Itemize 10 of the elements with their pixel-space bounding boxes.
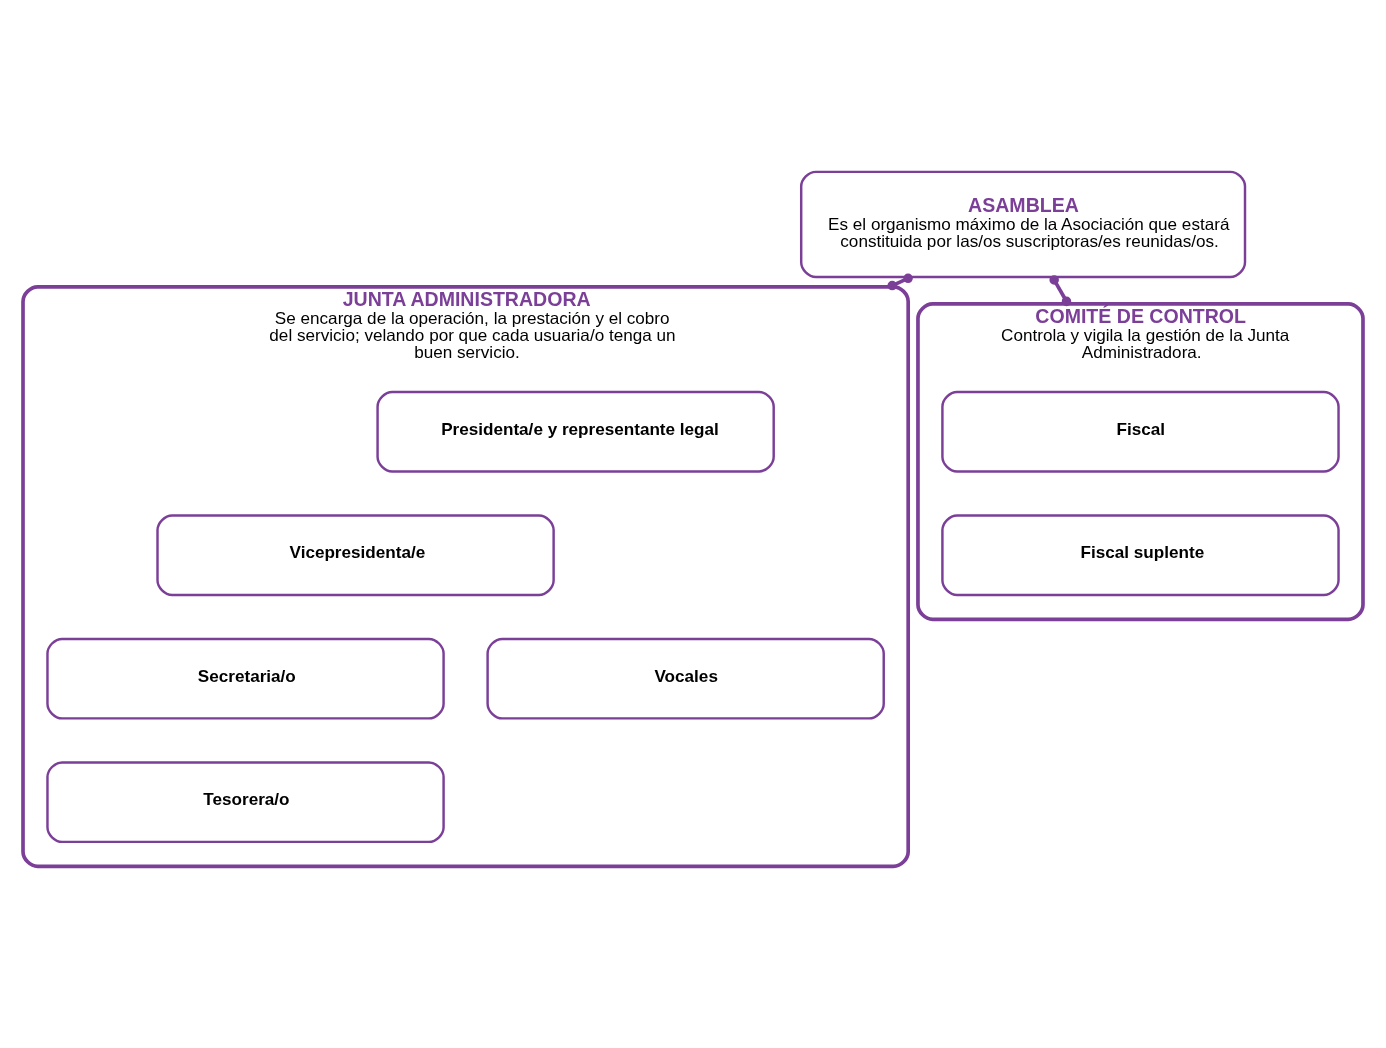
- connector: [887, 273, 913, 291]
- node-box: Presidenta/e y representante legal: [376, 390, 775, 473]
- node-box: Vocales: [486, 637, 885, 720]
- node-box: Vicepresidenta/e: [156, 514, 555, 597]
- connector: [1049, 275, 1072, 307]
- node-box: Secretaria/o: [46, 637, 445, 720]
- node-box: Fiscal: [941, 390, 1340, 473]
- node-box: Tesorera/o: [46, 761, 445, 844]
- node-box: ASAMBLEA Es el organismo máximo de la Asociación que estará constituida por las/os suscriptoras/es reunidas/os.: [799, 170, 1247, 279]
- node-box: Fiscal suplente: [941, 514, 1340, 597]
